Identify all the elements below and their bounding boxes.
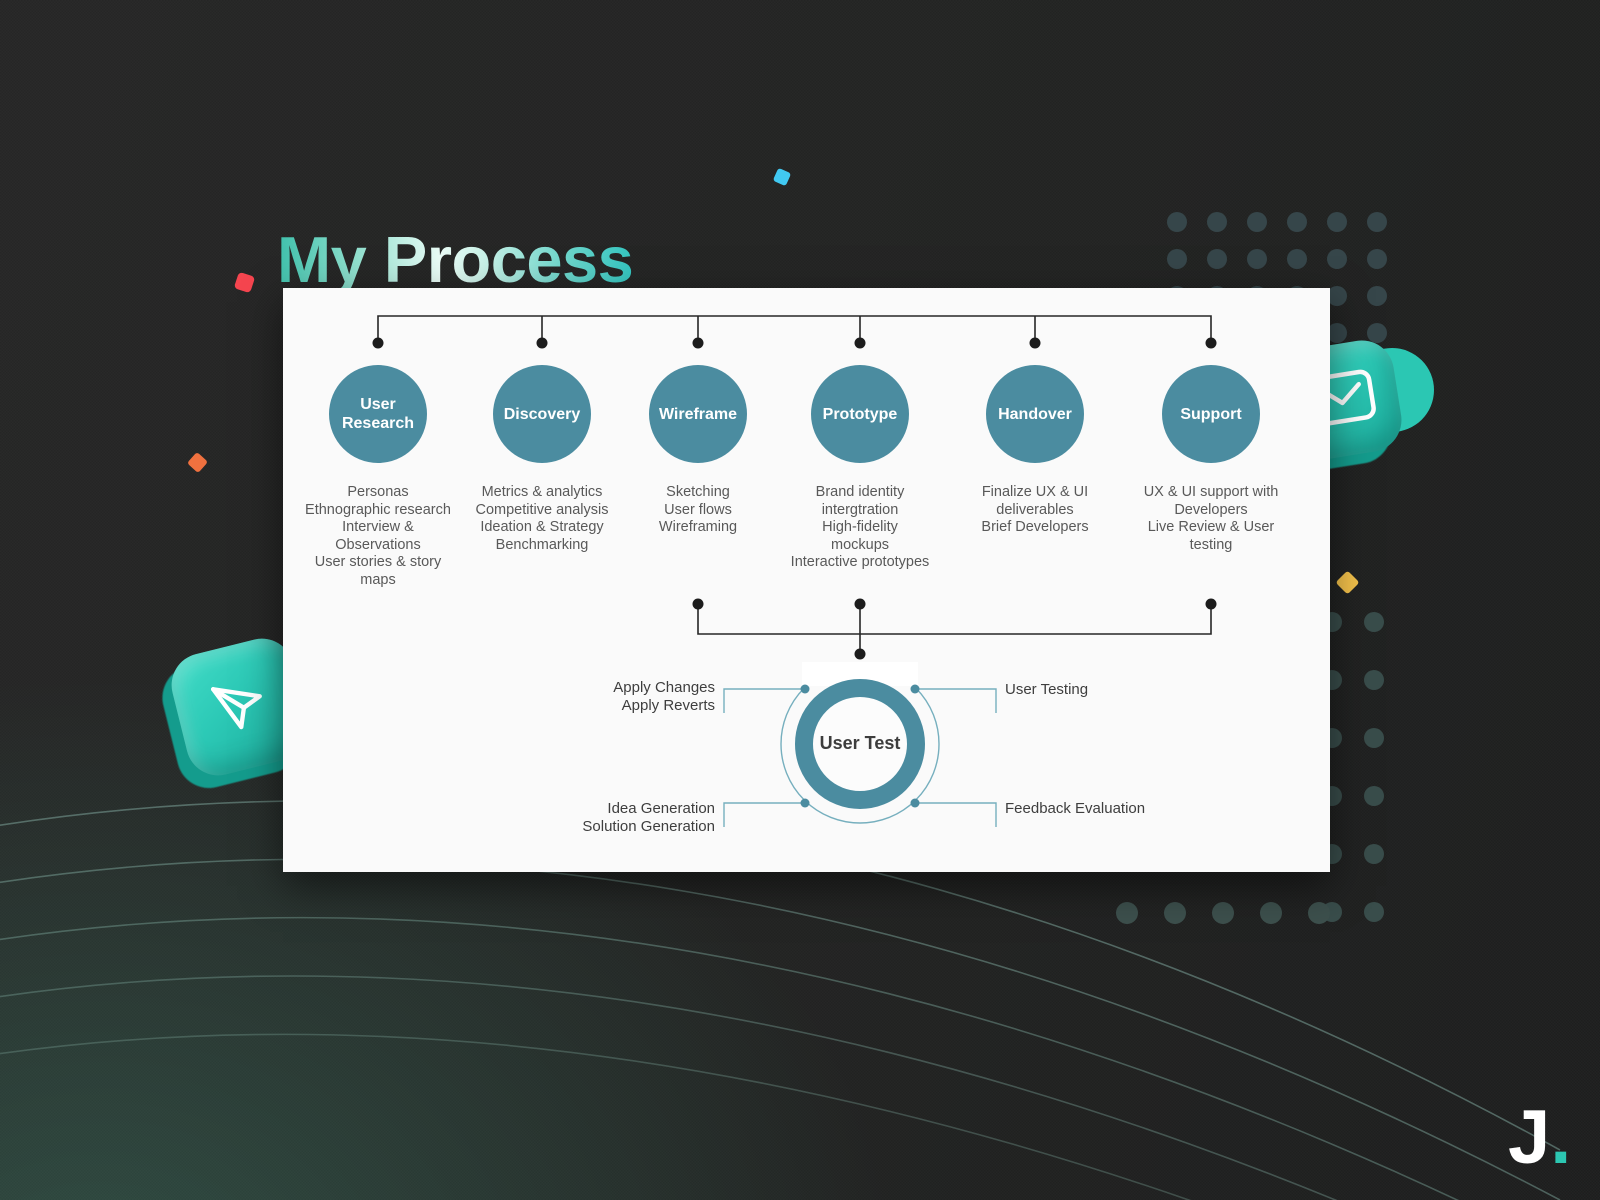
decor-dot	[1367, 286, 1387, 306]
stage-desc-discovery: Metrics & analytics Competitive analysis…	[475, 484, 609, 553]
decor-dot	[1247, 249, 1267, 269]
send-badge-face	[164, 631, 316, 783]
connector-lines	[372, 315, 1217, 827]
decor-dot	[1327, 249, 1347, 269]
stage-desc-support: UX & UI support with Developers Live Rev…	[1143, 484, 1279, 553]
decor-dot	[1364, 902, 1384, 922]
callout-apply-changes: Apply Changes Apply Reverts	[613, 679, 715, 714]
brand-logo: J.	[1508, 1100, 1571, 1176]
decor-dot	[1167, 249, 1187, 269]
decor-dot	[1364, 786, 1384, 806]
callout-idea-generation: Idea Generation Solution Generation	[582, 800, 715, 835]
decor-dot	[1167, 212, 1187, 232]
decor-dot	[1260, 902, 1282, 924]
callout-user-testing: User Testing	[1005, 681, 1089, 698]
stage-circle-prototype: Prototype	[811, 365, 909, 463]
stage-desc-wireframe: Sketching User flows Wireframing	[658, 484, 738, 535]
decor-dot	[1367, 323, 1387, 343]
decor-dot	[1364, 844, 1384, 864]
decor-dot	[1247, 212, 1267, 232]
decor-dot	[1308, 902, 1330, 924]
stage-circle-support: Support	[1162, 365, 1260, 463]
decor-dot	[1207, 249, 1227, 269]
decor-dot	[1367, 249, 1387, 269]
decor-dot	[1364, 670, 1384, 690]
decor-dot	[1364, 612, 1384, 632]
stage-circle-handover: Handover	[986, 365, 1084, 463]
decor-dot	[1207, 212, 1227, 232]
user-test-label: User Test	[819, 733, 901, 753]
decor-dot	[1327, 286, 1347, 306]
stage-desc-handover: Finalize UX & UI deliverables Brief Deve…	[981, 484, 1089, 535]
stage-circle-wireframe: Wireframe	[649, 365, 747, 463]
stage-circle-user-research: User Research	[329, 365, 427, 463]
stage-desc-user-research: Personas Ethnographic research Interview…	[305, 484, 451, 588]
decor-dot	[1367, 212, 1387, 232]
decor-dot	[1327, 212, 1347, 232]
callout-feedback-evaluation: Feedback Evaluation	[1005, 800, 1146, 817]
decor-dot	[1287, 212, 1307, 232]
logo-dot: .	[1550, 1095, 1572, 1180]
decor-dot	[1212, 902, 1234, 924]
send-badge	[155, 631, 316, 795]
decor-dot	[1164, 902, 1186, 924]
decor-dot	[1364, 728, 1384, 748]
stage-desc-prototype: Brand identity intergtration High-fideli…	[790, 484, 930, 570]
send-icon	[204, 669, 276, 744]
decor-dot	[1327, 323, 1347, 343]
process-diagram-card: User Research Discovery Wireframe Protot…	[283, 288, 1330, 872]
decor-dot	[1287, 249, 1307, 269]
decor-dot	[1116, 902, 1138, 924]
logo-letter: J	[1508, 1095, 1551, 1180]
page-title: My Process	[277, 222, 634, 296]
stage-circle-discovery: Discovery	[493, 365, 591, 463]
